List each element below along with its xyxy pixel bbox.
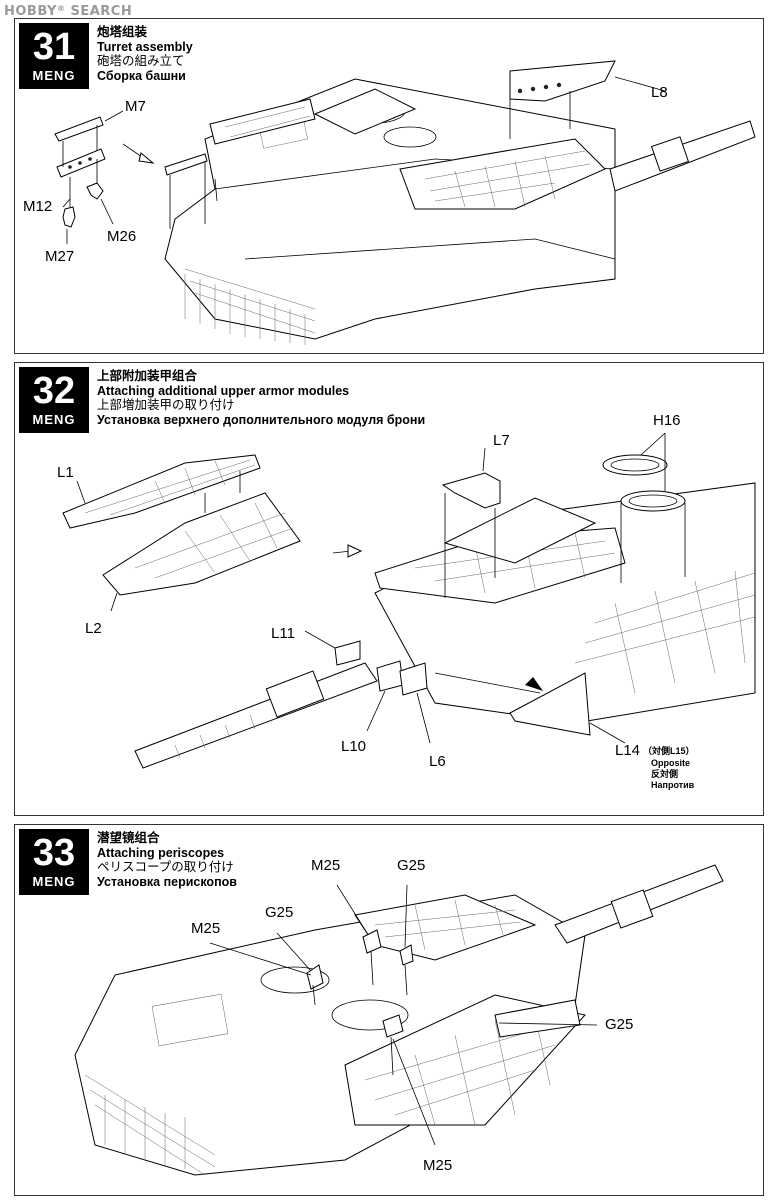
brand-logo: MENG (32, 412, 76, 427)
part-label-m25: M25 (423, 1157, 452, 1174)
part-label-m25: M25 (191, 920, 220, 937)
part-label-g25: G25 (265, 904, 293, 921)
title-ru: Установка верхнего дополнительного модул… (97, 412, 426, 427)
step-badge: 33 MENG (19, 829, 89, 895)
step-titles: 炮塔组装 Turret assembly 砲塔の組み立て Сборка башн… (97, 25, 193, 83)
step-32-illustration: L1 L2 L7 H16 L11 L10 L6 L14 （対側L15） Oppo… (57, 412, 756, 790)
part-label-l7: L7 (493, 432, 510, 449)
part-label-m7: M7 (125, 98, 146, 115)
step-31-illustration: M7 M12 M26 M27 L8 (23, 60, 756, 345)
watermark-brand: HOBBY (4, 4, 57, 19)
title-jp: ペリスコープの取り付け (97, 860, 234, 874)
part-label-m26: M26 (107, 228, 136, 245)
step-titles: 上部附加装甲组合 Attaching additional upper armo… (97, 369, 425, 427)
opposite-note-ru: Напротив (651, 780, 695, 790)
part-label-h16: H16 (653, 412, 681, 429)
step-31-panel: 31 MENG 炮塔组装 Turret assembly 砲塔の組み立て Сбо… (14, 18, 764, 354)
part-label-l1: L1 (57, 464, 74, 481)
step-number: 31 (32, 26, 76, 68)
step-badge: 31 MENG (19, 23, 89, 89)
opposite-note-jp: 反対側 (651, 768, 678, 779)
watermark: HOBBY® SEARCH (4, 4, 132, 19)
watermark-search: SEARCH (70, 4, 133, 19)
part-label-g25: G25 (397, 857, 425, 874)
opposite-ref-note: （対側L15） (643, 745, 695, 756)
title-en: Attaching additional upper armor modules (97, 383, 350, 398)
title-zh: 上部附加装甲组合 (97, 369, 198, 383)
part-label-l2: L2 (85, 620, 102, 637)
title-ru: Сборка башни (97, 68, 186, 83)
part-label-g25: G25 (605, 1016, 633, 1033)
part-label-l10: L10 (341, 738, 366, 755)
part-label-l6: L6 (429, 753, 446, 770)
step-33-panel: 33 MENG 潜望镜组合 Attaching periscopes ペリスコー… (14, 824, 764, 1196)
title-en: Turret assembly (97, 39, 193, 54)
step-32-panel: 32 MENG 上部附加装甲组合 Attaching additional up… (14, 362, 764, 816)
title-zh: 炮塔组装 (97, 25, 148, 39)
part-label-l8: L8 (651, 84, 668, 101)
turret-top-drawing (74, 864, 724, 1176)
title-ru: Установка перископов (97, 874, 237, 889)
step-33-illustration: M25 G25 M25 G25 G25 M25 (74, 857, 724, 1176)
title-zh: 潜望镜组合 (97, 831, 160, 845)
opposite-note-en: Opposite (651, 758, 690, 768)
turret-drawing (54, 60, 756, 345)
armor-drawing (62, 432, 756, 769)
part-label-m12: M12 (23, 198, 52, 215)
step-number: 32 (32, 370, 76, 412)
title-jp: 砲塔の組み立て (97, 54, 185, 68)
part-label-l14: L14 (615, 742, 640, 759)
part-label-l11: L11 (271, 625, 295, 642)
step-titles: 潜望镜组合 Attaching periscopes ペリスコープの取り付け У… (97, 831, 237, 889)
part-label-m25: M25 (311, 857, 340, 874)
part-label-m27: M27 (45, 248, 74, 265)
step-number: 33 (32, 832, 76, 874)
step-badge: 32 MENG (19, 367, 89, 433)
watermark-registered-mark: ® (56, 4, 66, 13)
brand-logo: MENG (32, 874, 76, 889)
title-en: Attaching periscopes (97, 845, 225, 860)
title-jp: 上部増加装甲の取り付け (97, 398, 235, 412)
brand-logo: MENG (32, 68, 76, 83)
